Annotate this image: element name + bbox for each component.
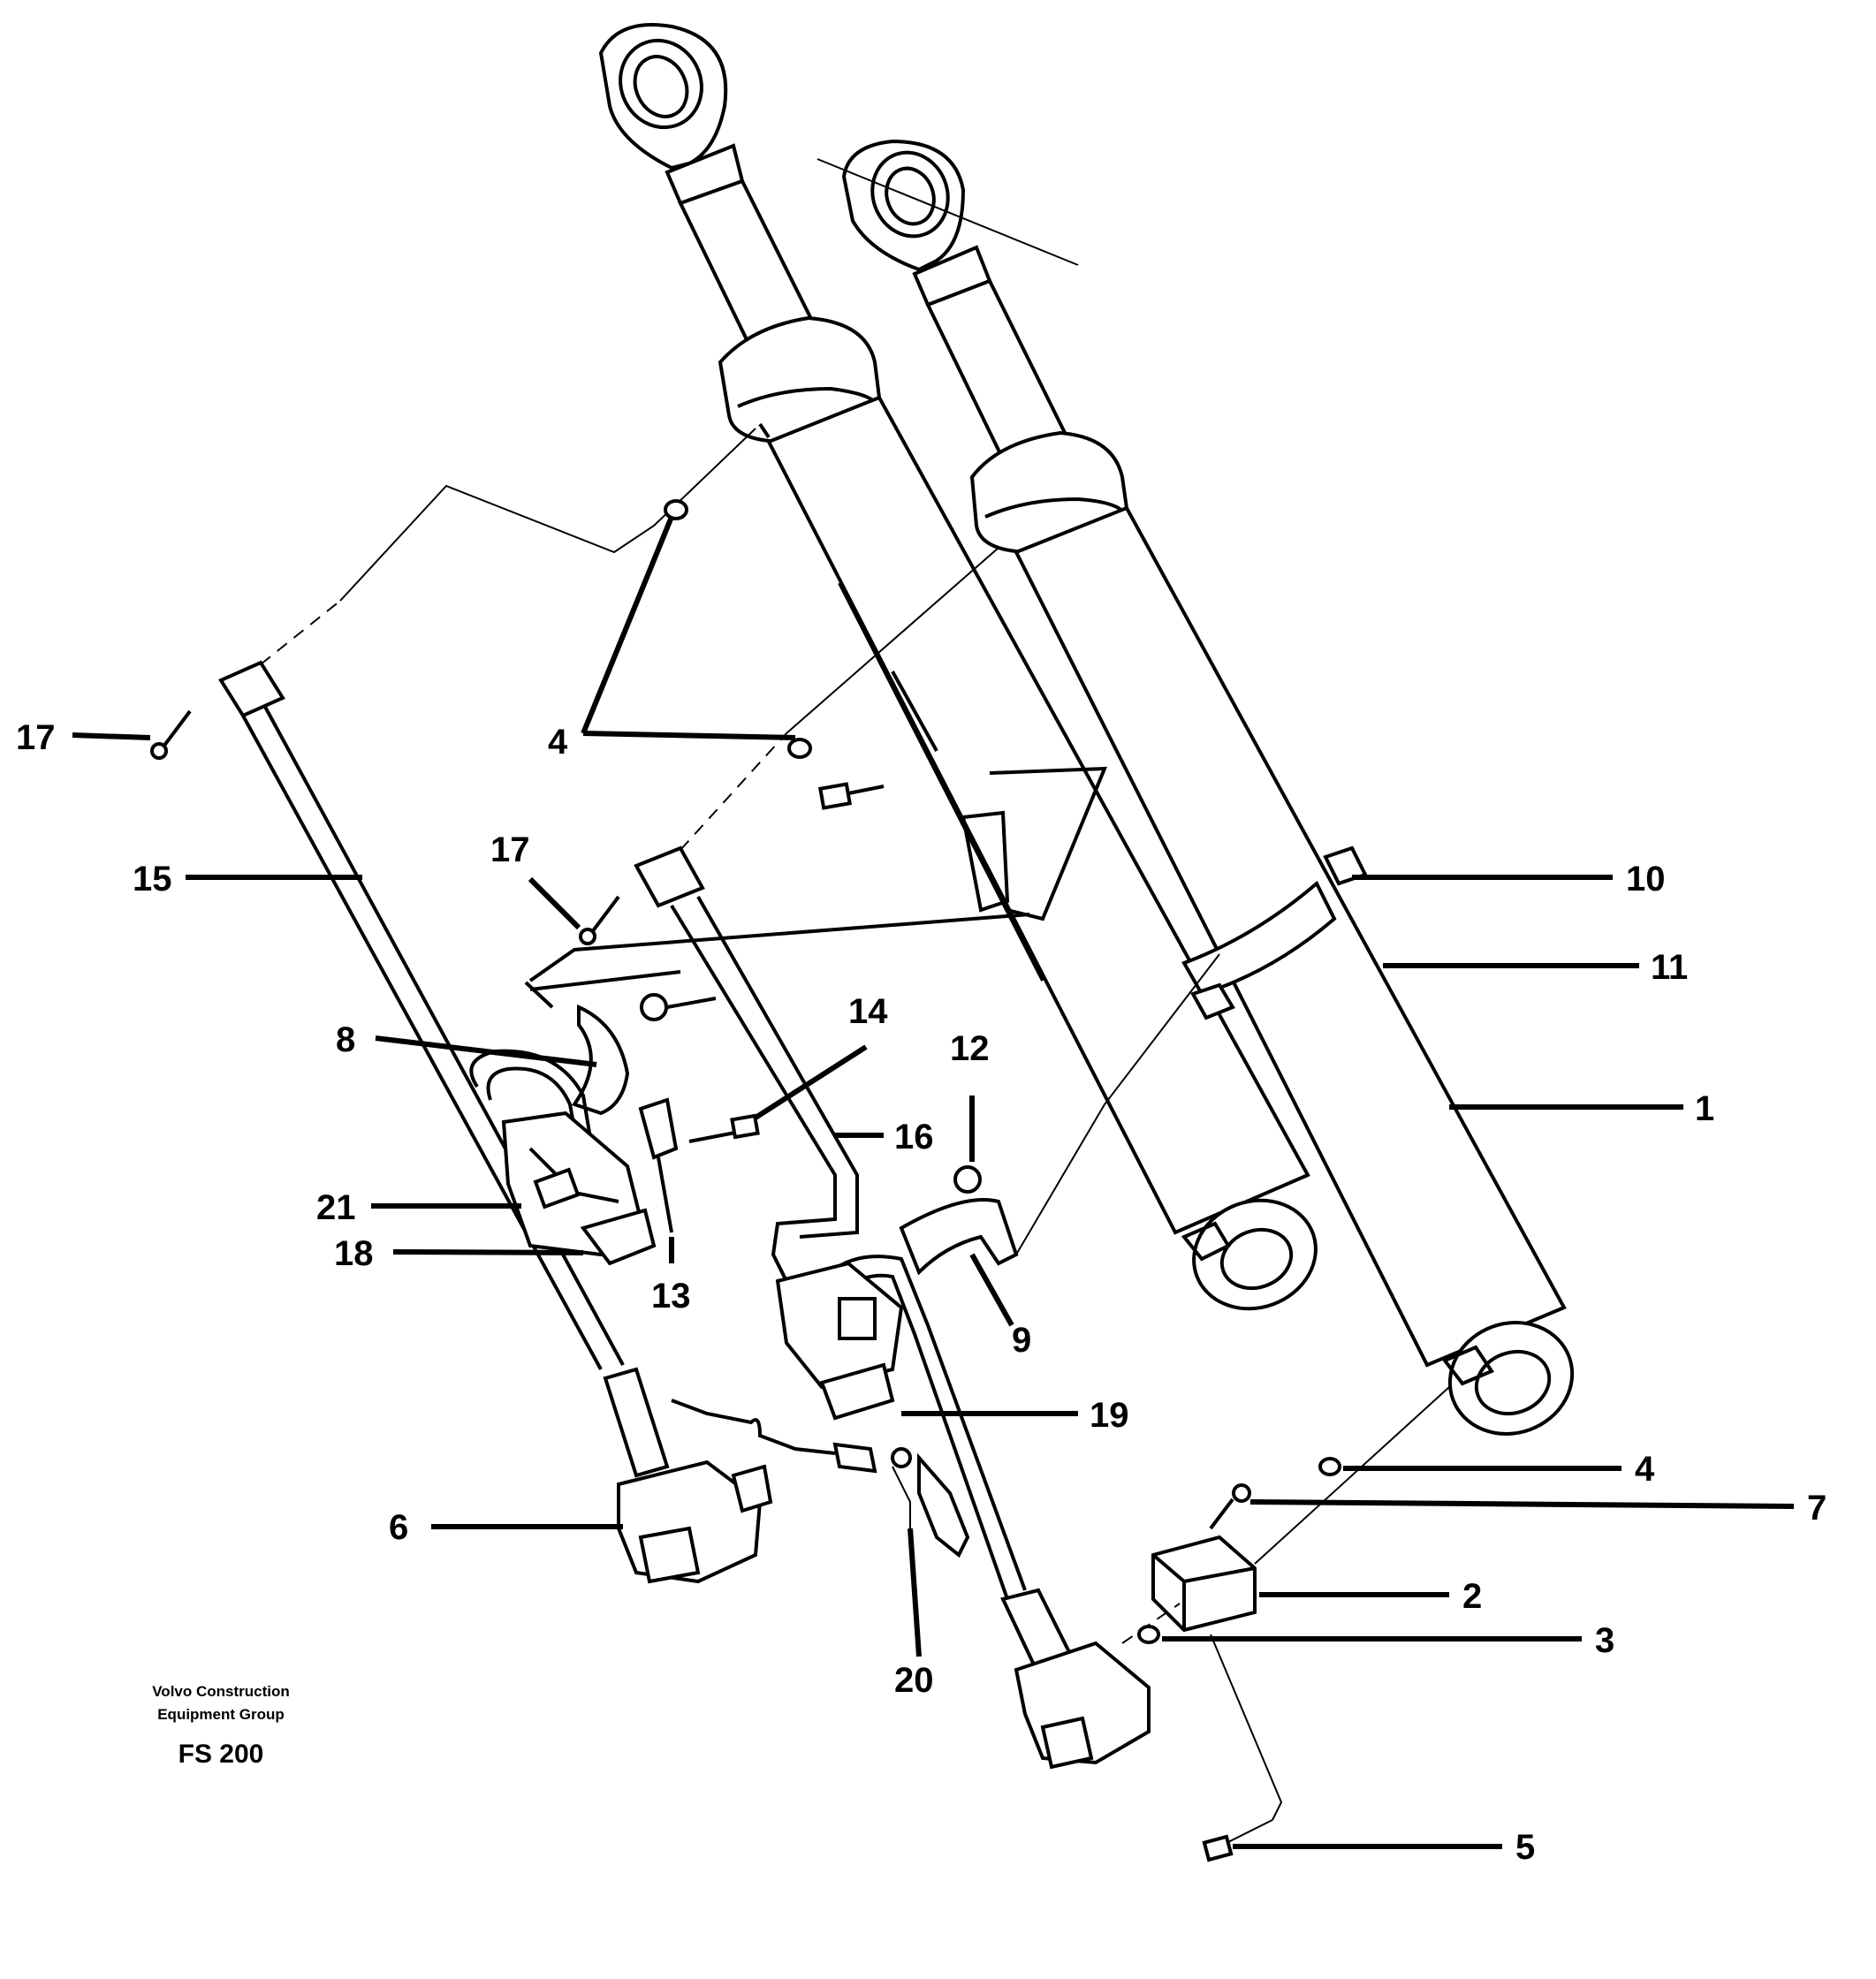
thin-line-screw5 — [1210, 1634, 1283, 1821]
rear-cylinder-barrel — [766, 395, 1310, 1235]
valve-right-bottom — [1000, 1588, 1151, 1770]
callout-leaders — [72, 515, 1795, 1849]
callout-19: 19 — [1090, 1396, 1129, 1435]
drawing-code: FS 200 — [178, 1740, 264, 1769]
callout-21: 21 — [316, 1188, 356, 1227]
callout-10: 10 — [1626, 860, 1666, 899]
seal-ring-3 — [1137, 1625, 1160, 1644]
screw-17-middle — [579, 895, 620, 945]
pipe-clamp-8 — [571, 993, 717, 1116]
rear-hydraulic-cylinder — [598, 23, 1318, 1311]
callout-4-lower: 4 — [1635, 1450, 1655, 1489]
callout-14: 14 — [848, 992, 888, 1031]
callout-13: 13 — [651, 1277, 691, 1316]
callout-5: 5 — [1515, 1828, 1535, 1867]
fitting-20 — [832, 1442, 970, 1558]
valve-block-middle — [775, 1261, 904, 1421]
callout-17-left: 17 — [16, 718, 56, 757]
callout-1: 1 — [1695, 1089, 1714, 1128]
screw-5 — [1202, 1819, 1273, 1862]
seal-ring-4-lower — [1318, 1457, 1341, 1476]
screw-7 — [1209, 1483, 1251, 1530]
footer-block: Volvo Construction Equipment Group FS 20… — [152, 1683, 290, 1769]
rear-cylinder-bottom-eye — [1181, 1198, 1318, 1311]
front-hydraulic-cylinder — [841, 139, 1575, 1436]
callout-15: 15 — [133, 860, 172, 899]
callout-3: 3 — [1595, 1621, 1614, 1660]
valve-block-18 — [501, 1111, 657, 1266]
company-line-2: Equipment Group — [157, 1706, 285, 1723]
callout-9: 9 — [1012, 1321, 1031, 1360]
callout-12: 12 — [950, 1029, 990, 1068]
callout-7: 7 — [1807, 1489, 1827, 1528]
dash-line-block — [1121, 1603, 1181, 1644]
callout-16: 16 — [894, 1118, 934, 1156]
callout-20: 20 — [894, 1661, 934, 1700]
top-eye-pointer-line — [816, 158, 1079, 266]
thin-line-eye — [1254, 1386, 1450, 1565]
clamp-13 — [638, 1097, 679, 1233]
callout-2: 2 — [1462, 1577, 1482, 1616]
callout-11: 11 — [1651, 948, 1688, 987]
callout-17-middle: 17 — [490, 830, 530, 869]
front-cylinder-top-eye — [841, 139, 992, 307]
company-line-1: Volvo Construction — [152, 1683, 290, 1700]
callout-18: 18 — [334, 1234, 374, 1273]
screw-17-left — [150, 709, 192, 760]
bolt-14 — [688, 1113, 760, 1143]
nut-12 — [953, 1165, 982, 1194]
mounting-bracket-plate — [524, 766, 1108, 1009]
seal-ring-upper — [664, 499, 688, 520]
valve-6 — [603, 1367, 836, 1584]
cylinder-clamp-band — [1181, 845, 1368, 1020]
callout-labels: 1 2 3 4 4 5 6 7 8 9 10 11 12 13 14 15 16… — [16, 718, 1827, 1867]
callout-6: 6 — [389, 1508, 408, 1547]
callout-4-upper: 4 — [548, 723, 568, 762]
pipe-clamp-9 — [899, 953, 1220, 1276]
front-cylinder-bottom-eye — [1441, 1321, 1575, 1436]
rear-cylinder-top-eye — [598, 23, 745, 206]
bearing-block-2 — [1151, 1535, 1257, 1633]
hydraulic-pipe-16 — [634, 547, 999, 1300]
callout-8: 8 — [336, 1020, 355, 1059]
seal-ring-middle — [787, 738, 812, 759]
